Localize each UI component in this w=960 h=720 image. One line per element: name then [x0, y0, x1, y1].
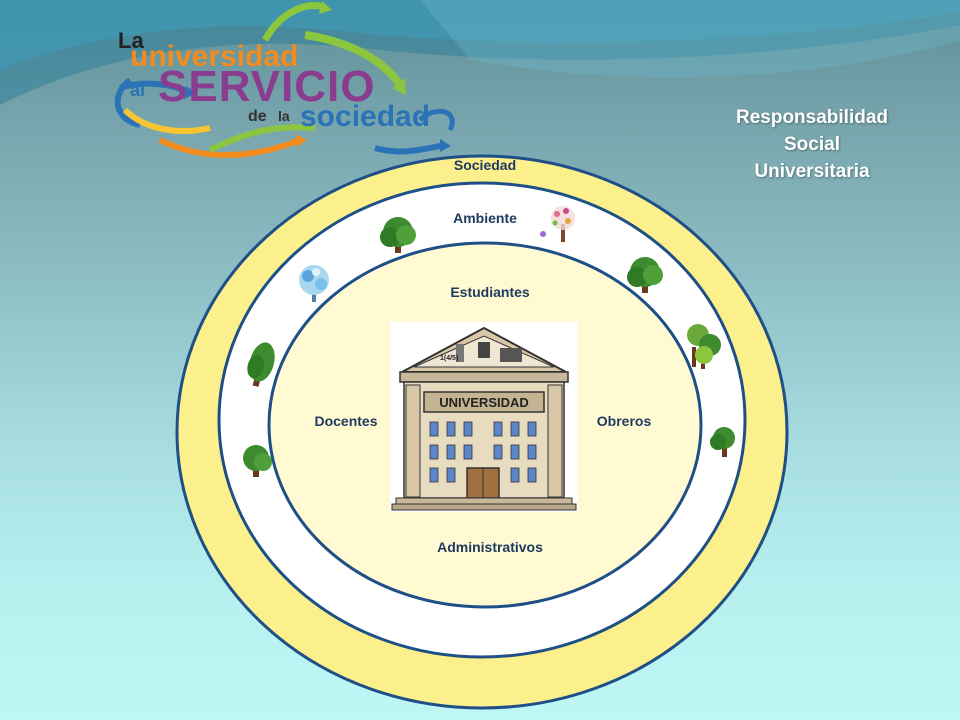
flask-icon [456, 344, 464, 362]
logo: La universidad al SERVICIO de la socieda… [100, 0, 480, 170]
logo-word-universidad: universidad [130, 40, 299, 73]
building-sign: UNIVERSIDAD [439, 395, 529, 410]
background-wave [0, 0, 960, 105]
tree-icon [627, 257, 663, 293]
books-icon [500, 348, 522, 362]
tree-icon [247, 342, 275, 387]
page-title: Responsabilidad Social Universitaria [712, 104, 912, 185]
logo-word-sociedad: sociedad [300, 100, 431, 133]
label-estudiantes: Estudiantes [450, 284, 530, 300]
tree-icon [687, 324, 721, 369]
logo-word-la-2: la [278, 108, 290, 124]
title-line-2: Social [784, 134, 840, 155]
title-line-3: Universitaria [754, 161, 870, 182]
university-building-icon [390, 322, 578, 512]
logo-word-servicio: SERVICIO [158, 62, 376, 111]
scales-icon [478, 342, 490, 358]
frost-tree-icon [299, 265, 329, 302]
pediment-text: 1(4/5) [440, 355, 458, 362]
logo-arrows-icon [114, 1, 455, 158]
tree-icon [380, 217, 416, 253]
label-ambiente: Ambiente [453, 210, 517, 226]
logo-word-la: La [118, 28, 144, 53]
tree-icon [710, 427, 735, 457]
label-administrativos: Administrativos [437, 539, 543, 555]
label-docentes: Docentes [314, 413, 378, 429]
logo-word-al: al [130, 80, 146, 100]
label-sociedad: Sociedad [453, 157, 517, 173]
title-line-1: Responsabilidad [735, 107, 889, 128]
blossom-tree-icon [540, 206, 575, 242]
logo-word-de: de [248, 108, 267, 125]
tree-icon [243, 445, 272, 477]
label-obreros: Obreros [596, 413, 652, 429]
